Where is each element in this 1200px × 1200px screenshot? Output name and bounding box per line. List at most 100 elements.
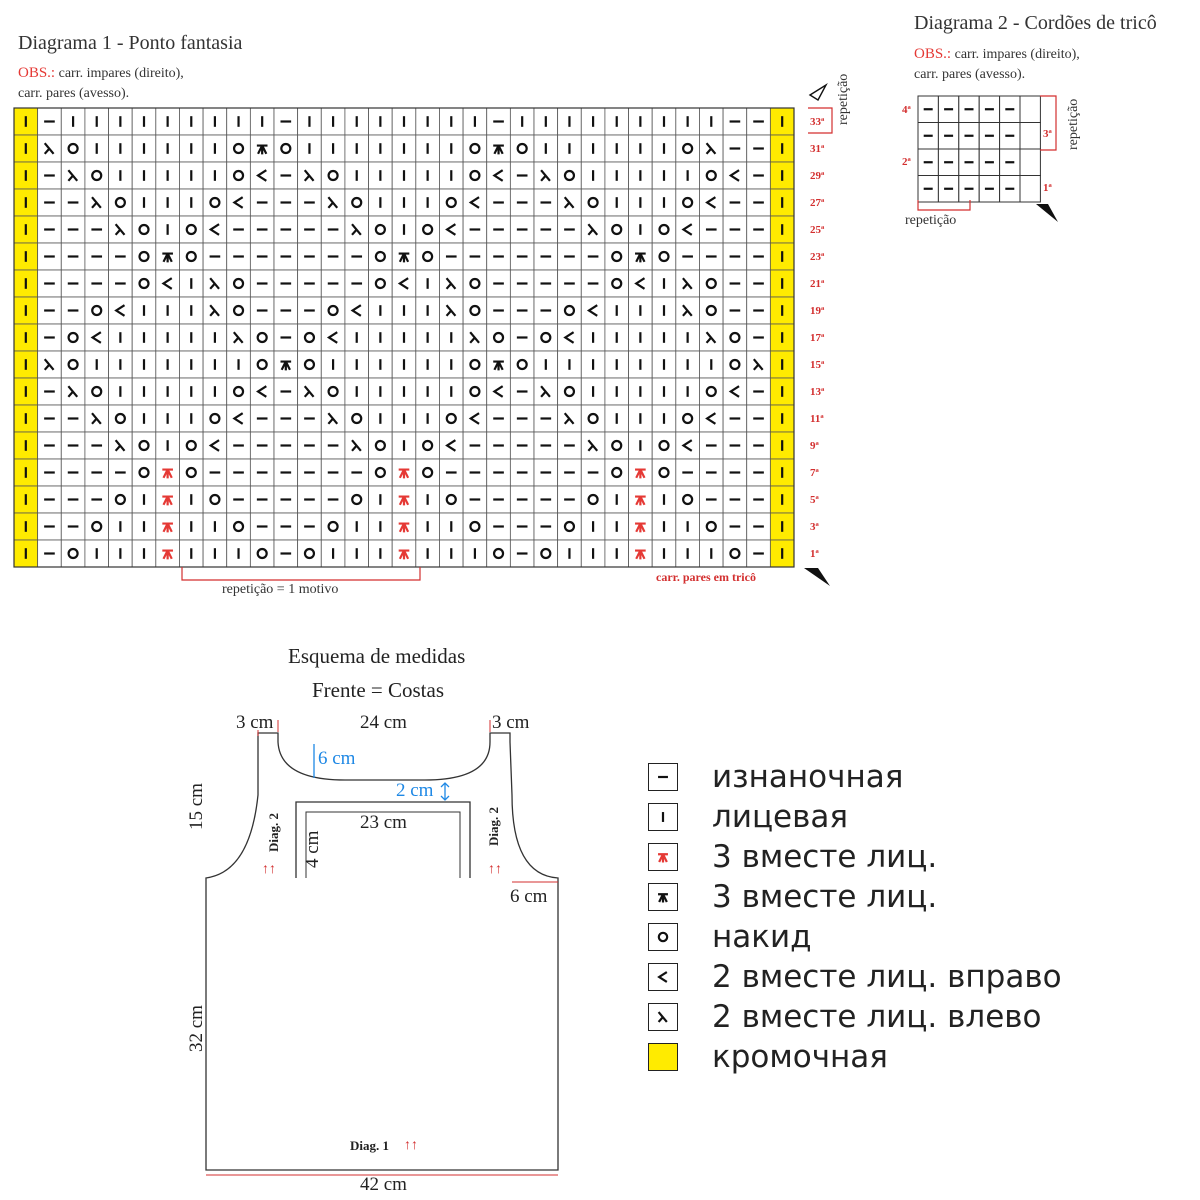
chart-cell bbox=[557, 512, 582, 541]
legend-label: лицевая bbox=[712, 799, 849, 835]
chart-cell bbox=[249, 350, 275, 379]
chart-cell bbox=[675, 485, 700, 514]
yarn-over-icon bbox=[658, 439, 670, 452]
k2tog-left-icon bbox=[67, 385, 79, 398]
row-label: 19ª bbox=[810, 304, 825, 317]
diagram1-border bbox=[13, 107, 795, 568]
chart-cell bbox=[580, 296, 606, 325]
legend-label: 3 вместе лиц. bbox=[712, 839, 938, 875]
yarn-over-icon bbox=[91, 520, 103, 533]
yarn-over-icon bbox=[67, 547, 79, 560]
k2tog-right-icon bbox=[634, 277, 646, 290]
chart-cell bbox=[320, 512, 346, 541]
chart-cell bbox=[60, 539, 86, 568]
k3tog-red-icon bbox=[398, 495, 410, 506]
k3tog-red-icon bbox=[162, 495, 173, 506]
k3tog-red-icon bbox=[658, 853, 668, 863]
chart-cell bbox=[1019, 95, 1041, 123]
chart-cell bbox=[179, 431, 204, 460]
neck-band-outline bbox=[295, 801, 471, 878]
measure-4cm: 4 cm bbox=[302, 830, 323, 868]
row-label: 5ª bbox=[810, 493, 819, 506]
yarn-over-icon bbox=[540, 331, 552, 344]
legend-item: 2 вместе лиц. влево bbox=[648, 997, 1042, 1037]
chart-cell bbox=[557, 323, 582, 352]
yarn-over-icon bbox=[138, 439, 150, 452]
chart-cell bbox=[179, 458, 204, 487]
chart-cell bbox=[84, 377, 109, 406]
schema-title: Esquema de medidas bbox=[288, 644, 466, 668]
chart-cell bbox=[557, 377, 582, 406]
yarn-over-icon bbox=[185, 223, 197, 236]
k3tog-red-icon bbox=[635, 549, 646, 560]
k3tog-black-icon bbox=[658, 893, 668, 903]
chart-cell bbox=[486, 377, 511, 406]
k2tog-right-icon bbox=[397, 277, 409, 290]
yarn-over-icon bbox=[611, 439, 623, 452]
k2tog-left-icon bbox=[445, 277, 457, 290]
chart-cell bbox=[604, 458, 629, 487]
yarn-over-icon bbox=[445, 196, 457, 209]
chart-cell bbox=[651, 431, 677, 460]
chart-cell bbox=[249, 377, 275, 406]
k2tog-left-icon bbox=[587, 439, 599, 452]
diagram1-obs: OBS.: carr. impares (direito), carr. par… bbox=[18, 63, 184, 104]
chart-cell bbox=[226, 404, 251, 433]
chart-cell bbox=[533, 323, 559, 352]
chart-cell bbox=[368, 269, 393, 298]
legend-item: 3 вместе лиц. bbox=[648, 877, 937, 917]
legend-item: лицевая bbox=[648, 797, 848, 837]
yarn-over-icon bbox=[729, 331, 741, 344]
chart-cell bbox=[368, 431, 393, 460]
chart-cell bbox=[722, 350, 748, 379]
yarn-over-icon bbox=[611, 277, 623, 290]
k2tog-right-icon bbox=[492, 169, 504, 182]
k2tog-left-icon bbox=[91, 196, 102, 209]
diagram2-row-3: 3ª bbox=[1043, 128, 1052, 140]
k3tog-black-icon bbox=[398, 252, 410, 263]
yarn-over-icon bbox=[422, 250, 434, 263]
chart-cell bbox=[344, 296, 369, 325]
row-label: 13ª bbox=[810, 385, 825, 398]
chart-cell bbox=[722, 377, 748, 406]
yarn-over-icon bbox=[138, 277, 150, 290]
yarn-over-icon bbox=[563, 169, 576, 182]
yarn-over-icon bbox=[256, 358, 268, 371]
direction-arrow bbox=[1036, 204, 1058, 222]
chart-cell bbox=[439, 431, 464, 460]
k2tog-left-icon bbox=[351, 223, 362, 236]
yarn-over-icon bbox=[91, 304, 103, 317]
measure-6cm-armhole: 6 cm bbox=[510, 886, 548, 907]
row-label: 15ª bbox=[810, 358, 825, 371]
chart-cell bbox=[415, 458, 440, 487]
chart-cell bbox=[462, 404, 488, 433]
diag1-label: Diag. 1 bbox=[350, 1138, 389, 1153]
legend-label: 2 вместе лиц. вправо bbox=[712, 959, 1062, 995]
chart-cell bbox=[699, 269, 724, 298]
chart-cell bbox=[84, 323, 109, 352]
measure-42cm: 42 cm bbox=[360, 1174, 407, 1195]
knit-icon bbox=[648, 803, 678, 831]
yarn-over-icon bbox=[209, 412, 221, 425]
row-label: 7ª bbox=[810, 466, 819, 479]
repeat-side-bracket bbox=[808, 107, 833, 134]
yarn-over-icon bbox=[492, 331, 505, 344]
k2tog-right-icon bbox=[326, 331, 338, 344]
k2tog-right-icon bbox=[208, 439, 220, 452]
k2tog-left-icon bbox=[563, 196, 575, 209]
yarn-over-icon bbox=[138, 466, 150, 479]
k2tog-left-icon bbox=[682, 304, 693, 317]
k2tog-left-icon bbox=[540, 169, 551, 182]
chart-cell bbox=[297, 323, 322, 352]
chart-cell bbox=[462, 269, 488, 298]
chart-cell bbox=[651, 458, 677, 487]
diagram1-title: Diagrama 1 - Ponto fantasia bbox=[18, 32, 243, 54]
yarn-over-icon bbox=[374, 466, 386, 479]
chart-cell bbox=[509, 350, 535, 379]
diagram1-obs-label: OBS.: bbox=[18, 65, 56, 81]
k3tog-red-icon bbox=[398, 468, 410, 479]
k3tog-black-icon bbox=[493, 144, 504, 155]
yarn-over-icon bbox=[682, 196, 694, 209]
k2tog-left-icon bbox=[303, 385, 315, 398]
chart-cell bbox=[131, 458, 157, 487]
